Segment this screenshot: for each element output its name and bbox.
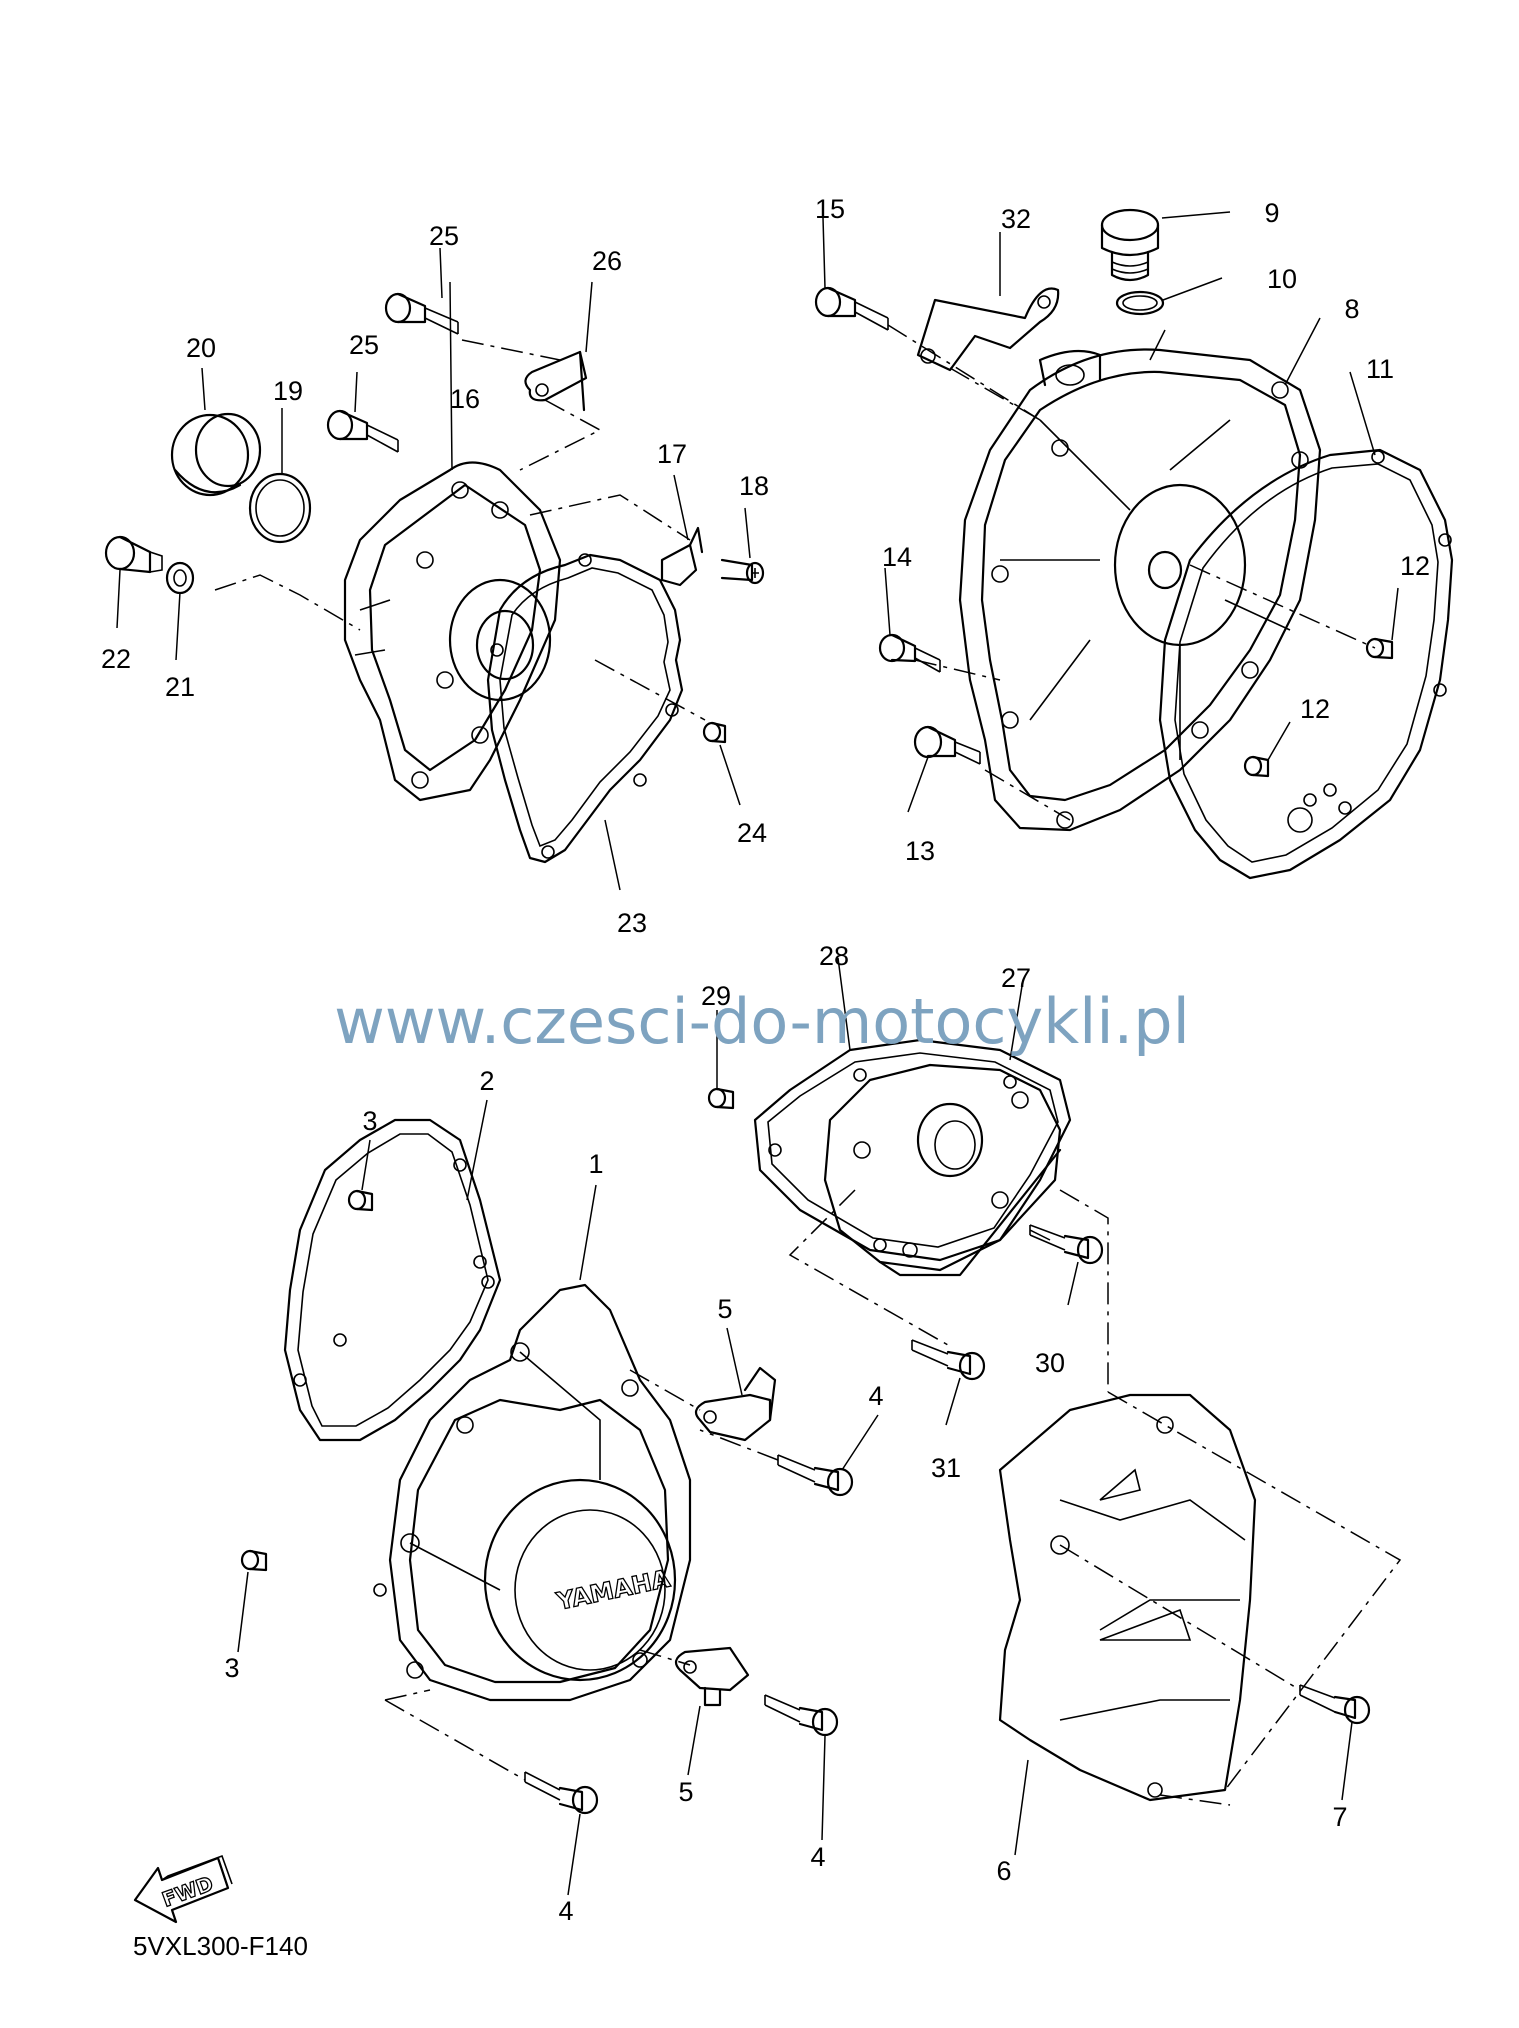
callout-4-lower: 4: [558, 1896, 573, 1926]
callout-4-middle: 4: [810, 1842, 825, 1872]
callout-14: 14: [882, 542, 912, 572]
callout-12-right: 12: [1400, 551, 1430, 581]
pickup-cover-group: [104, 247, 765, 891]
part-8-clutch-cover: [958, 348, 1322, 832]
part-4-bolt-lower: [524, 1771, 599, 1815]
callout-13: 13: [905, 836, 935, 866]
callout-15: 15: [815, 194, 845, 224]
callout-20: 20: [186, 333, 216, 363]
part-3-dowel-upper: [347, 1189, 374, 1212]
part-23-gasket: [486, 553, 684, 864]
part-30-bolt: [1029, 1224, 1104, 1265]
part-11-gasket: [1158, 448, 1454, 880]
part-20-plug: [170, 412, 262, 497]
callout-3-upper: 3: [362, 1106, 377, 1136]
callout-21: 21: [165, 672, 195, 702]
callout-12-lower: 12: [1300, 694, 1330, 724]
callout-7: 7: [1332, 1802, 1347, 1832]
sprocket-cover-group: [707, 957, 1402, 1856]
part-10-o-ring: [1115, 290, 1165, 316]
callout-17: 17: [657, 439, 687, 469]
part-4-bolt-middle: [764, 1694, 839, 1737]
callout-8: 8: [1344, 294, 1359, 324]
callout-25-lower: 25: [349, 330, 379, 360]
callout-22: 22: [101, 644, 131, 674]
part-19-o-ring: [248, 472, 312, 544]
part-25-bolt-upper: [384, 292, 459, 335]
generator-cover-group: YAMAHA: [237, 1099, 879, 1896]
callout-32: 32: [1001, 204, 1031, 234]
part-28-gasket: [753, 1038, 1072, 1262]
part-5-bracket-upper: [694, 1366, 777, 1442]
callout-26: 26: [592, 246, 622, 276]
part-4-bolt-upper: [777, 1454, 854, 1497]
part-12-dowel-lower: [1243, 755, 1270, 778]
callout-9: 9: [1264, 198, 1279, 228]
callout-24: 24: [737, 818, 767, 848]
part-21-washer: [165, 561, 195, 595]
callout-1: 1: [588, 1149, 603, 1179]
diagram-code: 5VXL300-F140: [133, 1931, 308, 1961]
callout-18: 18: [739, 471, 769, 501]
watermark-url: www.czesci-do-motocykli.pl: [334, 985, 1190, 1058]
part-29-dowel: [707, 1087, 735, 1110]
part-24-dowel: [702, 721, 727, 744]
part-14-bolt: [878, 633, 941, 673]
callout-11: 11: [1366, 354, 1394, 384]
callout-3-lower: 3: [224, 1653, 239, 1683]
part-2-gasket: [283, 1118, 502, 1597]
callout-31: 31: [931, 1453, 961, 1483]
part-18-screw: [720, 558, 765, 585]
part-15-bolt: [814, 286, 889, 331]
part-31-bolt: [911, 1339, 986, 1381]
part-9-oil-filler-cap: [1100, 208, 1160, 282]
part-27-crankcase-cover: [823, 1063, 1062, 1277]
callout-23: 23: [617, 908, 647, 938]
part-12-dowel-right: [1365, 637, 1394, 660]
part-6-sprocket-cover: [998, 1393, 1257, 1802]
callout-29: 29: [701, 981, 731, 1011]
callout-4-upper: 4: [868, 1381, 883, 1411]
part-13-bolt: [913, 725, 981, 765]
forward-direction-arrow-icon: FWD: [133, 1854, 233, 1924]
part-7-bolt: [1299, 1684, 1371, 1725]
callout-6: 6: [996, 1856, 1011, 1886]
callout-5-upper: 5: [717, 1294, 732, 1324]
callout-27: 27: [1001, 963, 1031, 993]
callout-2: 2: [479, 1066, 494, 1096]
callout-labels: 1 2 3 3 4 4 4 5 5 6 7 8 9 10 11 12 12 13…: [101, 194, 1430, 1926]
callout-25-upper: 25: [429, 221, 459, 251]
part-17-clamp: [660, 526, 704, 587]
callout-16: 16: [450, 384, 480, 414]
part-26-clamp: [524, 350, 588, 412]
callout-5-lower: 5: [678, 1777, 693, 1807]
part-16-pickup-cover: [343, 461, 562, 802]
clutch-cover-group: [814, 208, 1454, 880]
part-22-plug-bolt: [104, 535, 163, 574]
part-3-dowel-lower: [240, 1549, 268, 1572]
callout-28: 28: [819, 941, 849, 971]
callout-30: 30: [1035, 1348, 1065, 1378]
part-1-generator-cover: YAMAHA: [388, 1283, 692, 1702]
callout-10: 10: [1267, 264, 1297, 294]
part-32-bracket: [916, 287, 1060, 372]
callout-19: 19: [273, 376, 303, 406]
part-5-bracket-lower: [674, 1646, 750, 1707]
part-25-bolt-lower: [326, 409, 399, 453]
